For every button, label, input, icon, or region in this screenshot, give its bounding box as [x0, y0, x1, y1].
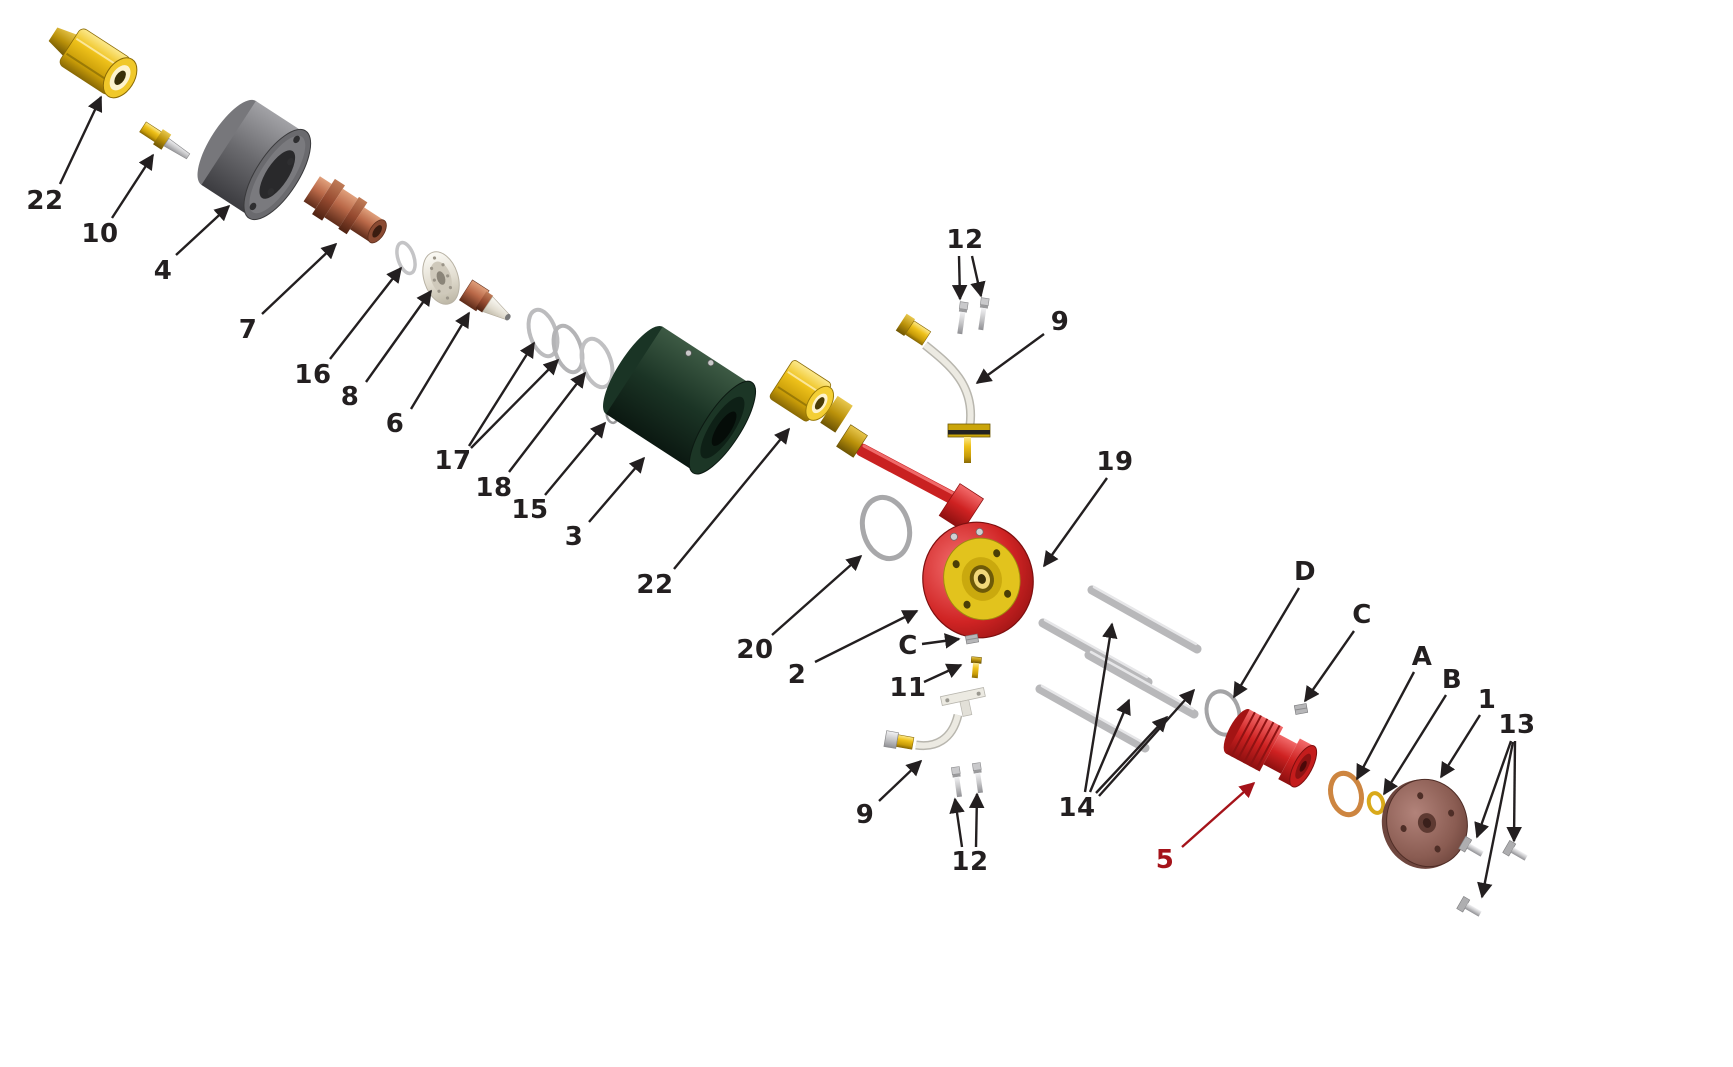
part-ring-16: [395, 240, 417, 276]
callout-12-top-label: 12: [946, 225, 983, 255]
part-nozzle-tip: [458, 279, 511, 321]
callout-9-top-arrow-1: [975, 333, 1045, 384]
callout-19-arrow-1: [1043, 477, 1108, 568]
callout-10-label: 10: [81, 219, 118, 249]
part-copper-gasket-a: [1328, 770, 1364, 818]
callout-d-arrow-1: [1232, 587, 1301, 699]
callout-8-arrow-1: [365, 289, 432, 383]
callout-14-arrow-2: [1088, 698, 1131, 793]
callout-a-label: A: [1412, 642, 1433, 672]
callout-20-arrow-1: [771, 554, 863, 636]
callout-17-arrow-2: [470, 358, 560, 449]
callout-12-bottom-label: 12: [951, 847, 988, 877]
part-valve-cartridge: [1223, 709, 1318, 788]
callout-2-arrow-1: [814, 609, 919, 664]
part-o-ring-20: [859, 494, 913, 562]
callout-12-top-arrow-2: [970, 255, 986, 298]
callout-c-right-label: C: [1352, 600, 1372, 630]
callout-7-label: 7: [239, 315, 258, 345]
callout-4-label: 4: [154, 256, 173, 286]
callout-c-mid-arrow-1: [921, 633, 961, 649]
callout-12-bottom-arrow-2: [968, 792, 985, 848]
part-insulator-sleeve: [603, 325, 756, 475]
part-valve-flange-body: [922, 521, 1034, 639]
callout-3-label: 3: [565, 522, 584, 552]
callout-13-arrow-1: [1474, 740, 1513, 839]
callout-15-arrow-1: [544, 421, 606, 496]
part-hose-assembly-top: [895, 313, 991, 463]
callout-a-arrow-1: [1355, 671, 1416, 781]
callout-b-arrow-1: [1382, 694, 1448, 796]
callout-13-label: 13: [1498, 710, 1535, 740]
part-supply-tube-assembly: [769, 360, 984, 532]
callout-layer: 221047168617181532212919202C1191214DCAB1…: [26, 95, 1535, 899]
callout-22-mid-arrow-1: [673, 427, 790, 570]
callout-10-arrow-1: [110, 153, 155, 219]
part-screws-12-bottom: [951, 762, 983, 798]
callout-c-mid-label: C: [898, 631, 918, 661]
callout-8-label: 8: [341, 382, 360, 412]
callout-4-arrow-1: [175, 204, 231, 256]
callout-22-top-arrow-1: [58, 95, 103, 185]
callout-16-label: 16: [294, 360, 331, 390]
callout-15-label: 15: [511, 495, 548, 525]
part-screws-12-top: [957, 297, 990, 335]
callout-13-arrow-3: [1477, 741, 1515, 899]
callout-1-label: 1: [1478, 685, 1497, 715]
callout-9-bottom-label: 9: [856, 800, 875, 830]
callout-3-arrow-1: [588, 456, 646, 523]
part-nut-c-right: [1293, 703, 1309, 715]
callout-d-label: D: [1294, 557, 1316, 587]
callout-22-mid-label: 22: [636, 570, 673, 600]
callout-6-label: 6: [386, 409, 405, 439]
part-brass-fitting-top-left: [48, 27, 138, 99]
part-set-screw-11: [970, 656, 982, 679]
callout-5-arrow-1: [1181, 781, 1256, 848]
callout-12-top-arrow-1: [951, 255, 968, 301]
part-screws-13: [1456, 836, 1528, 917]
callout-7-arrow-1: [261, 242, 338, 315]
part-washer-b: [1366, 791, 1386, 815]
part-torch-body-connector: [303, 176, 387, 244]
part-nut-c-mid: [964, 633, 980, 645]
callout-14-arrow-4: [1098, 688, 1196, 797]
callout-12-bottom-arrow-1: [949, 797, 965, 848]
callout-9-top-label: 9: [1051, 307, 1070, 337]
callout-b-label: B: [1442, 665, 1462, 695]
callout-14-label: 14: [1058, 793, 1095, 823]
callout-5-label: 5: [1156, 845, 1175, 875]
part-mounting-flange: [197, 99, 312, 221]
callout-18-label: 18: [475, 473, 512, 503]
callout-20-label: 20: [736, 635, 773, 665]
callout-22-top-label: 22: [26, 186, 63, 216]
callout-11-label: 11: [889, 673, 926, 703]
part-end-cap-disc: [1381, 778, 1468, 869]
callout-9-bottom-arrow-1: [878, 759, 923, 802]
callout-16-arrow-1: [329, 266, 402, 360]
callout-2-label: 2: [788, 660, 807, 690]
callout-6-arrow-1: [409, 311, 471, 410]
callout-1-arrow-1: [1439, 714, 1482, 779]
callout-14-arrow-3: [1095, 715, 1169, 794]
callout-11-arrow-1: [923, 663, 963, 684]
callout-17-arrow-1: [467, 341, 536, 447]
callout-18-arrow-1: [508, 371, 586, 473]
part-hose-assembly-bottom: [883, 687, 986, 751]
part-o-ring-18: [579, 336, 615, 390]
callout-13-arrow-2: [1506, 740, 1522, 843]
callout-19-label: 19: [1096, 447, 1133, 477]
part-electrode-pin: [139, 121, 191, 160]
part-standoff-rods-14: [1035, 585, 1202, 753]
callout-14-arrow-1: [1083, 622, 1118, 793]
callout-c-right-arrow-1: [1304, 630, 1355, 703]
callout-17-label: 17: [434, 446, 471, 476]
